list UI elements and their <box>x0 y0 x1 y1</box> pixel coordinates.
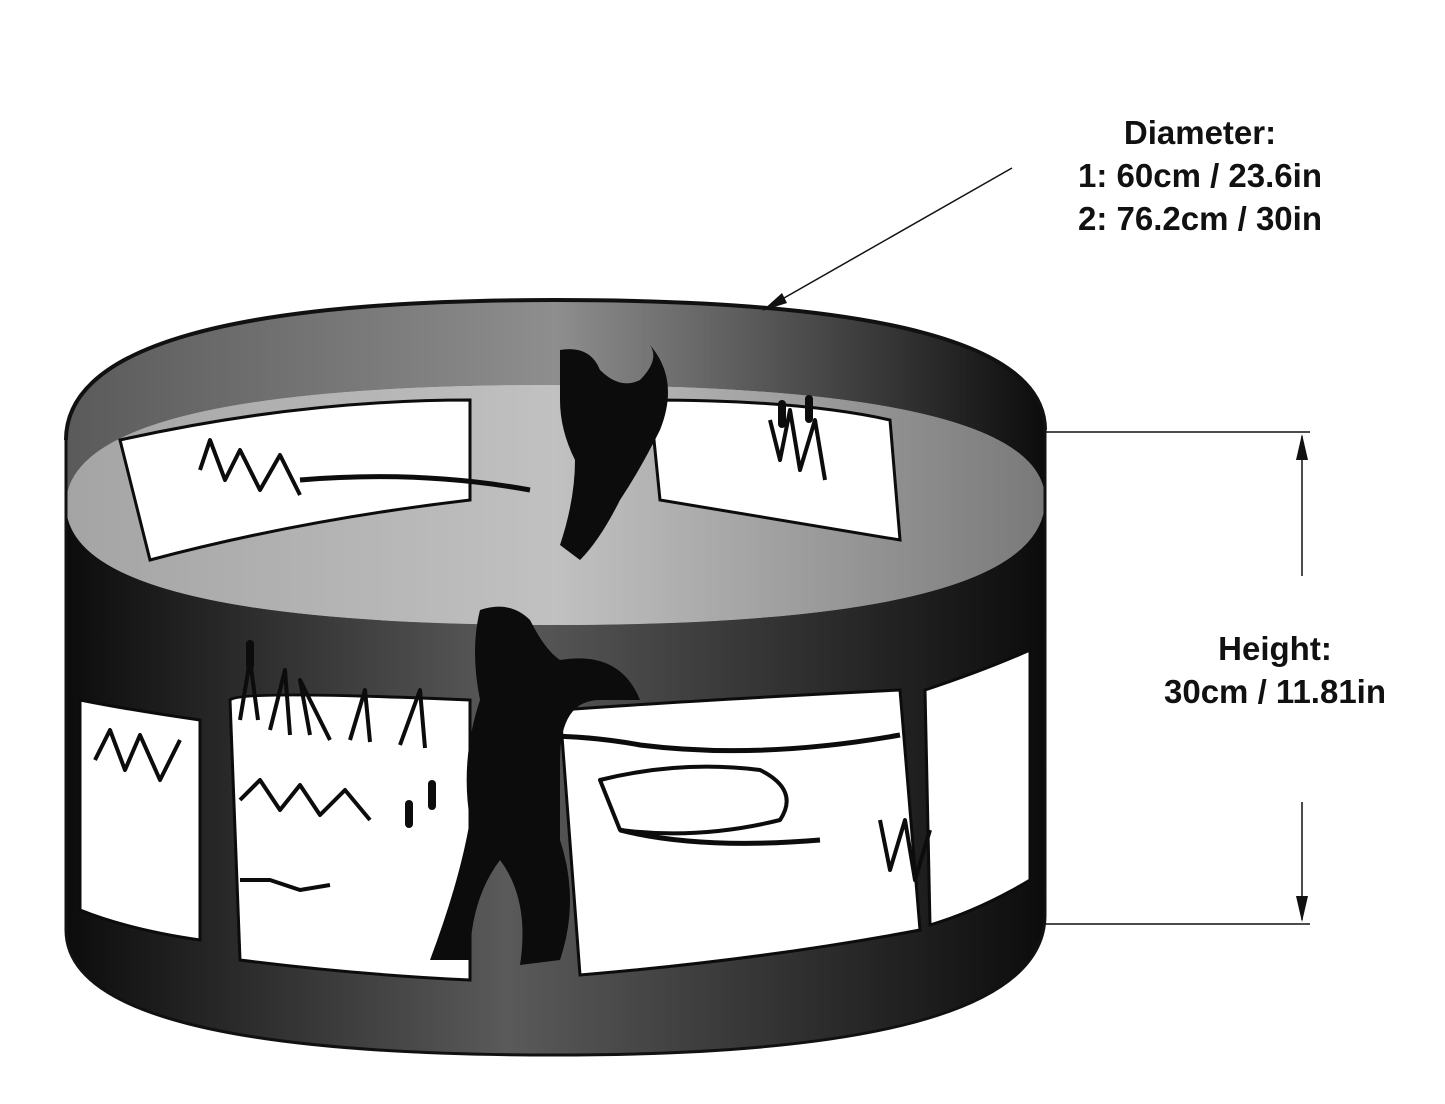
pond-shore-line <box>299 474 901 846</box>
diameter-size-1: 1: 60cm / 23.6in <box>1078 156 1322 194</box>
cutout-window-front-right <box>558 688 922 977</box>
diameter-arrowhead <box>762 293 787 311</box>
cutout-window-back-right <box>648 398 902 542</box>
ring-bottom-band <box>66 870 1045 1055</box>
hunter-silhouette-back <box>560 345 668 560</box>
height-label: Height: 30cm / 11.81in <box>1130 628 1420 714</box>
height-dimension <box>1045 431 1310 925</box>
cutout-window-front-center <box>228 693 472 982</box>
height-title: Height: <box>1218 630 1332 667</box>
cutout-window-right <box>923 647 1032 928</box>
ring-back-band <box>66 300 1045 505</box>
diameter-label: Diameter: 1: 60cm / 23.6in 2: 76.2cm / 3… <box>1040 112 1360 241</box>
height-arrowhead-top <box>1296 434 1308 460</box>
diameter-leader <box>762 167 1013 311</box>
diameter-title: Diameter: <box>1123 114 1277 151</box>
diameter-size-2: 2: 76.2cm / 30in <box>1078 199 1322 237</box>
cutout-scene <box>78 345 1032 982</box>
ring-outline <box>64 298 1047 1057</box>
hunter-silhouette-front <box>430 606 640 965</box>
cutout-window-back-left <box>118 398 472 562</box>
height-arrowhead-bottom <box>1296 896 1308 922</box>
diameter-leader-line <box>769 167 1013 307</box>
height-size: 30cm / 11.81in <box>1164 672 1386 710</box>
cattails <box>246 395 813 828</box>
ring-top-band <box>66 500 1045 690</box>
